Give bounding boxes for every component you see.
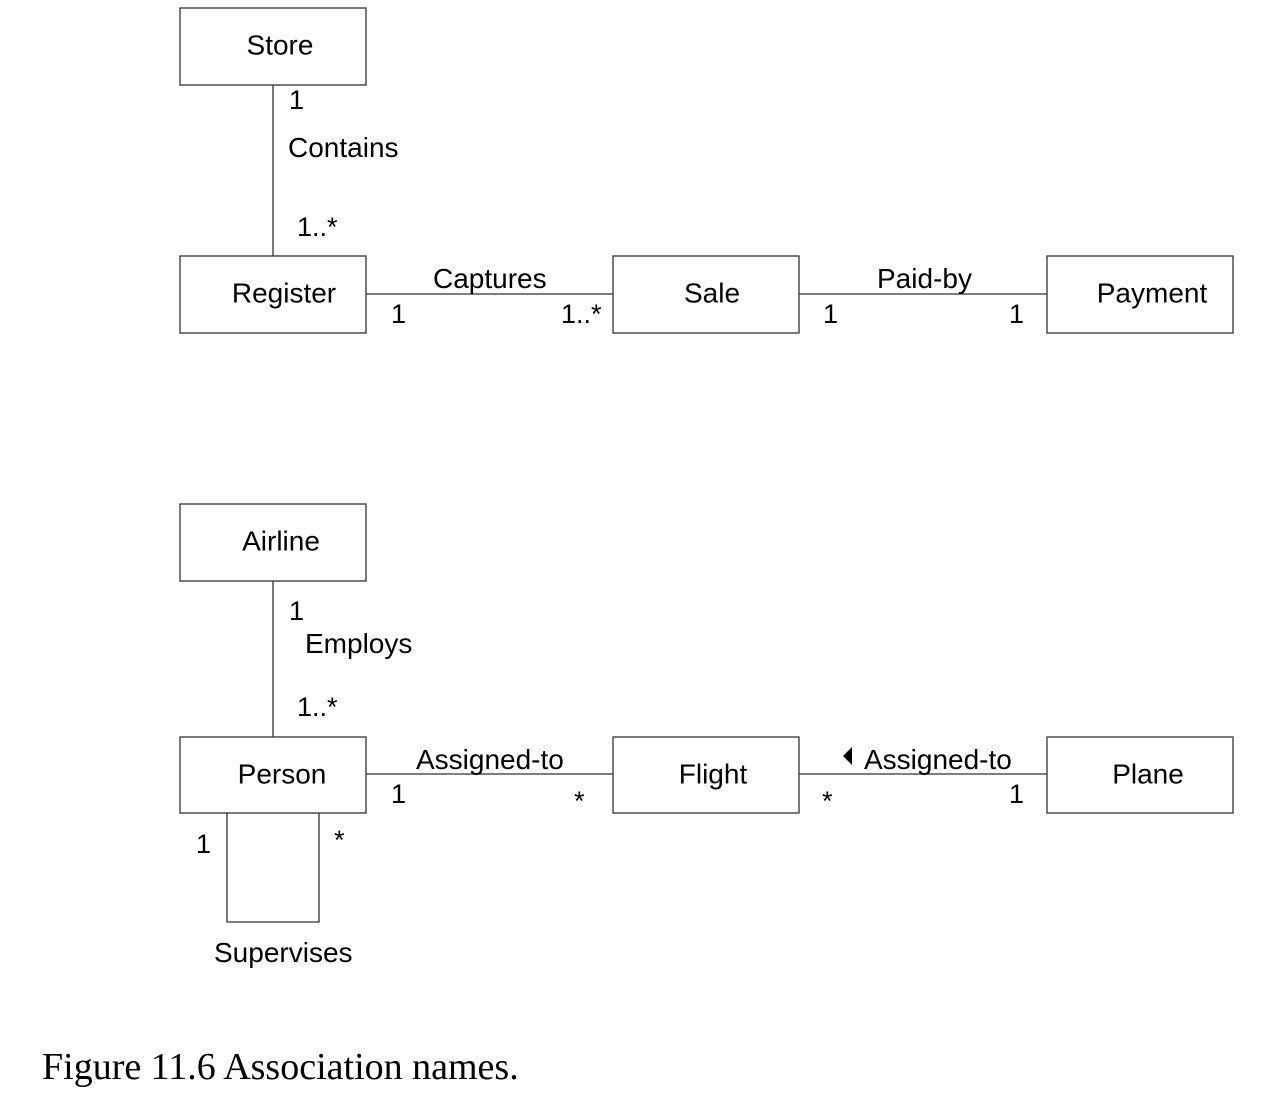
- payment-class-name: Payment: [1097, 278, 1208, 309]
- person-flight-person-multiplicity: 1: [391, 779, 406, 809]
- supervises-right-multiplicity: *: [334, 825, 345, 855]
- sale-class-name: Sale: [684, 278, 740, 309]
- supervises-left-multiplicity: 1: [196, 829, 211, 859]
- paid-by-sale-multiplicity: 1: [823, 299, 838, 329]
- register-class: Register: [179, 255, 367, 334]
- uml-association-diagram: Store 1 Contains 1..* Register Captures …: [179, 7, 1234, 968]
- captures-sale-multiplicity: 1..*: [561, 299, 602, 329]
- triangle-left-icon: [843, 747, 852, 765]
- plane-class-name: Plane: [1112, 759, 1184, 790]
- sale-class: Sale: [612, 255, 800, 334]
- person-flight-flight-multiplicity: *: [574, 786, 585, 816]
- flight-class: Flight: [612, 736, 800, 814]
- captures-register-multiplicity: 1: [391, 299, 406, 329]
- figure-caption: Figure 11.6 Association names.: [42, 1046, 519, 1088]
- store-class: Store: [179, 7, 367, 86]
- contains-association-name: Contains: [288, 132, 399, 163]
- store-class-name: Store: [247, 30, 314, 61]
- person-flight-association-name: Assigned-to: [416, 744, 564, 775]
- contains-register-multiplicity: 1..*: [297, 212, 338, 242]
- employs-airline-multiplicity: 1: [289, 596, 304, 626]
- supervises-association-name: Supervises: [214, 937, 353, 968]
- contains-store-multiplicity: 1: [289, 85, 304, 115]
- captures-association-name: Captures: [433, 263, 547, 294]
- airline-class: Airline: [179, 503, 367, 582]
- register-class-name: Register: [232, 278, 336, 309]
- plane-class: Plane: [1046, 736, 1234, 814]
- paid-by-payment-multiplicity: 1: [1009, 299, 1024, 329]
- payment-class: Payment: [1046, 255, 1234, 334]
- paid-by-association-name: Paid-by: [877, 263, 972, 294]
- employs-association-name: Employs: [305, 628, 412, 659]
- supervises-association-line: [226, 813, 320, 923]
- employs-person-multiplicity: 1..*: [297, 692, 338, 722]
- plane-flight-flight-multiplicity: *: [822, 786, 833, 816]
- plane-flight-plane-multiplicity: 1: [1009, 779, 1024, 809]
- person-class-name: Person: [238, 759, 327, 790]
- airline-class-name: Airline: [242, 526, 320, 557]
- person-class: Person: [179, 736, 367, 814]
- plane-flight-association-name: Assigned-to: [864, 744, 1012, 775]
- flight-class-name: Flight: [679, 759, 748, 790]
